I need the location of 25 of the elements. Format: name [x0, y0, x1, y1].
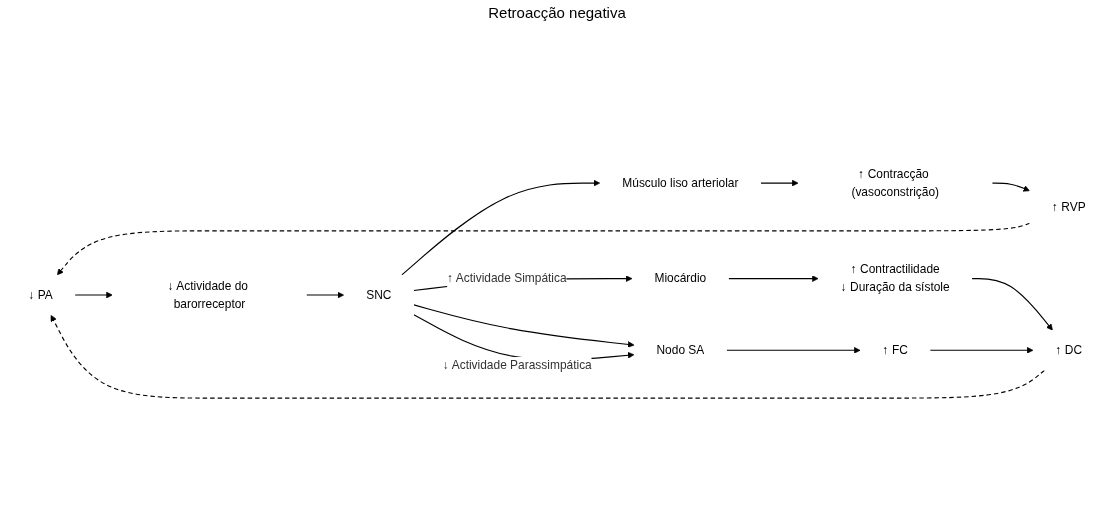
arrow	[726, 347, 861, 354]
arrow	[413, 304, 635, 348]
node-text: ↑ Contractilidade ↓ Duração da sístole	[840, 262, 950, 294]
arrow	[971, 278, 1053, 331]
node-text: ↑ RVP	[1051, 200, 1086, 213]
node-text: ↑ DC	[1055, 343, 1083, 357]
node-text: Músculo liso arteriolar	[622, 176, 739, 190]
edge-label: ↑ Actividade Simpática	[447, 271, 567, 285]
arrow	[401, 179, 601, 276]
arrow	[760, 179, 799, 187]
node-text: Nodo SA	[656, 343, 705, 357]
arrow	[305, 291, 345, 299]
note-text: Retroacção negativa	[488, 4, 626, 21]
node-text: Miocárdio	[654, 271, 707, 285]
arrow	[74, 291, 113, 299]
node-text: ↓ PA	[28, 288, 53, 301]
arrow	[929, 347, 1034, 354]
arrow	[728, 275, 819, 282]
arrow	[991, 182, 1030, 192]
node-text: SNC	[366, 288, 392, 301]
node-text: ↑ FC	[882, 343, 908, 357]
node-text: ↑ Contracção (vasoconstrição)	[851, 167, 940, 198]
edge-label: ↓ Actividade Parassimpática	[443, 358, 592, 372]
arrow	[56, 222, 1031, 276]
node-text: ↓ Actividade do barorreceptor	[167, 279, 248, 310]
